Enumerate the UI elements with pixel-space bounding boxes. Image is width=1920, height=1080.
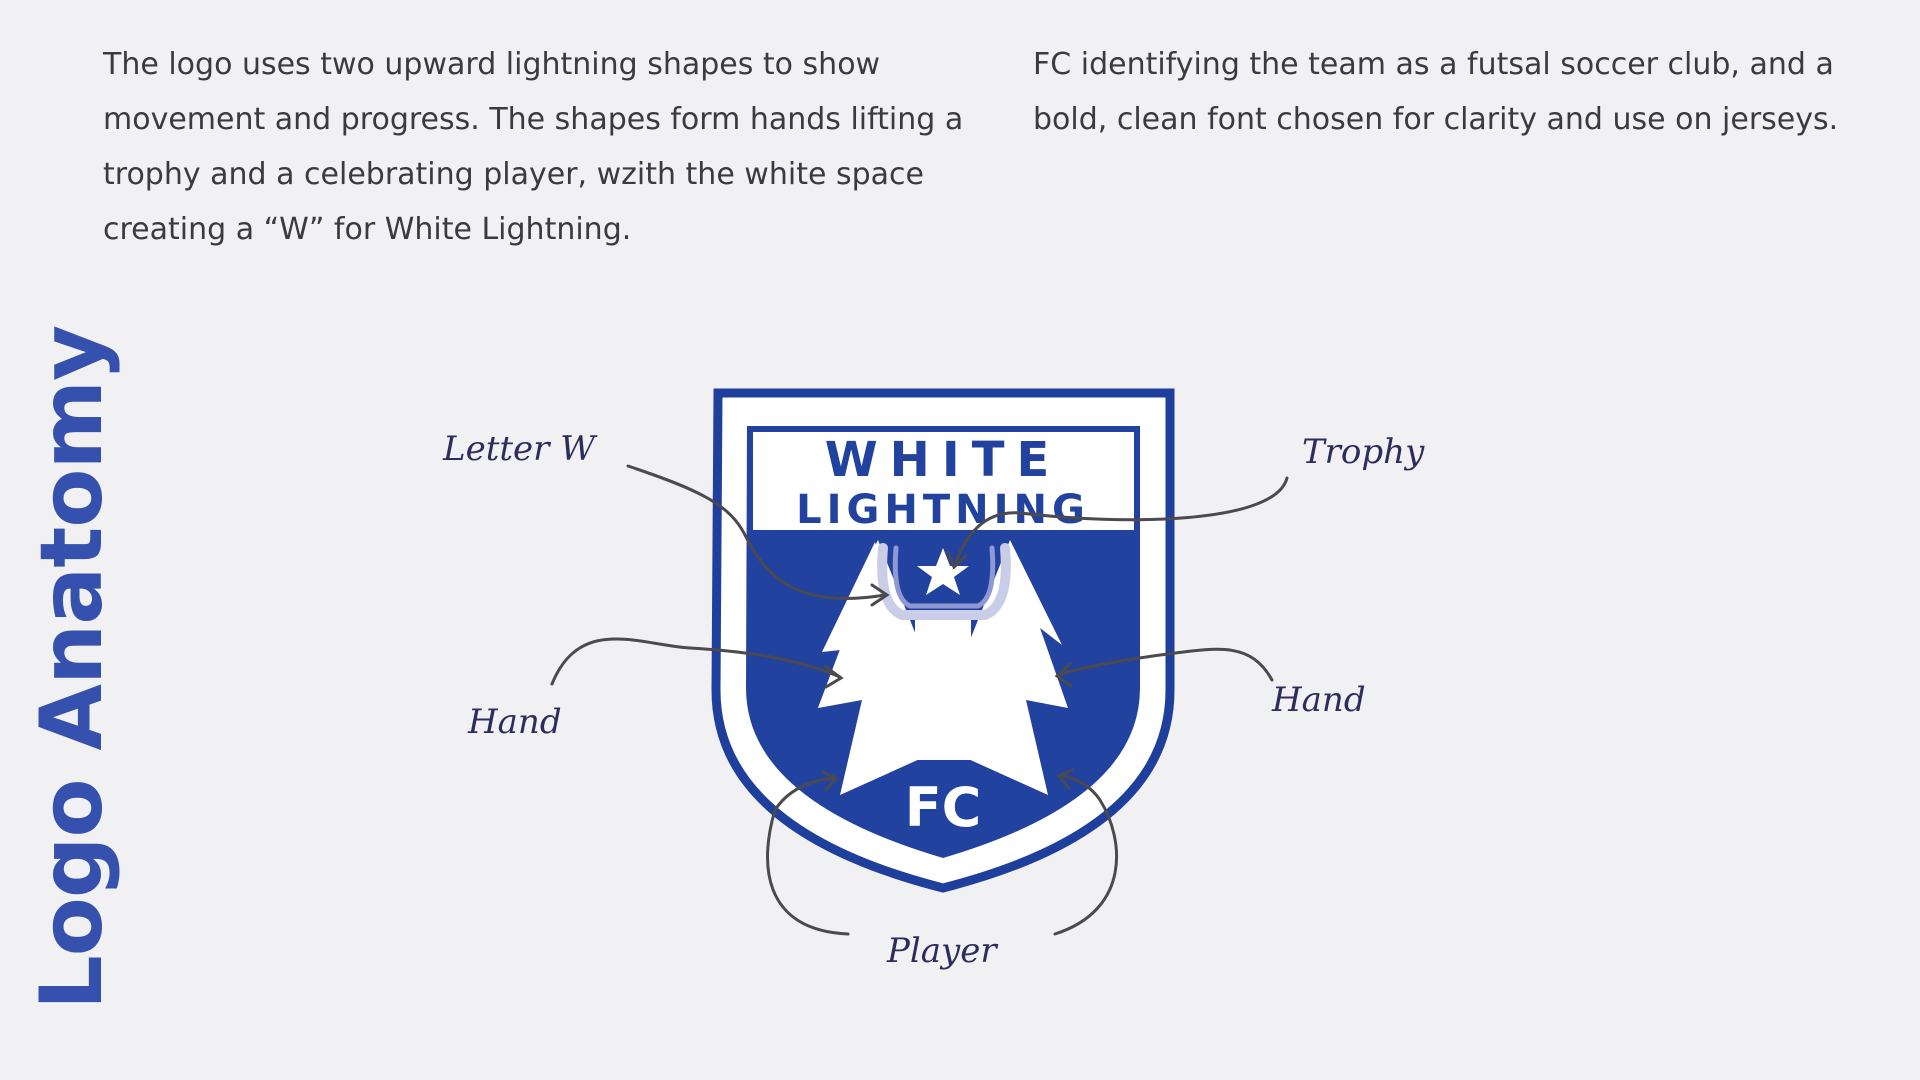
trophy-pillar: [915, 620, 971, 760]
arrow-player-right: [1053, 773, 1119, 936]
arrow-letter-w: [626, 464, 887, 600]
left-bolt-main: [818, 540, 922, 795]
arrowhead-letter-w: [870, 583, 890, 607]
arrowhead-player-right: [1056, 768, 1074, 790]
logo-line-lightning: LIGHTNING: [796, 487, 1090, 533]
arrowhead-hand-right: [1054, 662, 1073, 688]
arrowhead-trophy: [946, 550, 968, 570]
logo-badge-fc: FC: [905, 776, 982, 839]
arrowhead-hand-left: [824, 665, 844, 689]
shield-title-band: [753, 432, 1134, 530]
annotation-arrows: [550, 464, 1289, 936]
right-bolt-main: [966, 540, 1068, 795]
label-letter-w: Letter W: [442, 429, 598, 469]
arrow-hand-right: [1056, 647, 1274, 682]
star-icon: [917, 548, 969, 595]
label-trophy: Trophy: [1302, 432, 1425, 472]
trophy-cup: [877, 543, 1011, 620]
arrow-trophy: [953, 476, 1289, 567]
arrow-hand-left: [550, 637, 842, 686]
logo-line-white: WHITE: [825, 432, 1062, 488]
trophy-cup-shade: [892, 545, 996, 609]
arrow-player-left: [766, 776, 850, 936]
shield-logo: WHITE LIGHTNING FC: [711, 388, 1175, 893]
label-player: Player: [886, 931, 998, 971]
label-hand-right: Hand: [1271, 680, 1366, 720]
description-paragraph-right: FC identifying the team as a futsal socc…: [1033, 47, 1839, 137]
description-paragraph-left: The logo uses two upward lightning shape…: [103, 47, 964, 247]
label-hand-left: Hand: [467, 702, 562, 742]
arrowhead-player-left: [821, 770, 839, 792]
